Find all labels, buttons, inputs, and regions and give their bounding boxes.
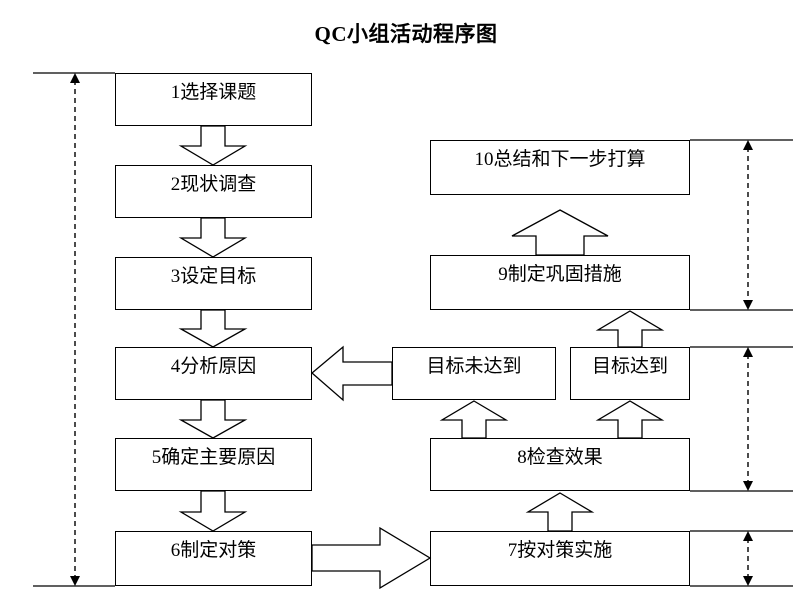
left-span-arrowhead-top	[70, 73, 80, 83]
node-label: 8检查效果	[517, 447, 603, 468]
node-1-select-topic[interactable]: 1选择课题	[115, 73, 312, 126]
edge-arrow-1-to-2	[178, 125, 248, 166]
node-label: 目标达到	[591, 356, 668, 377]
node-label: 9制定巩固措施	[498, 264, 622, 285]
node-label: 2现状调查	[170, 174, 257, 195]
edge-arrow-7-to-8	[525, 492, 595, 532]
right-span-1-arrowhead-bottom	[743, 300, 753, 310]
right-span-3-arrowhead-bottom	[743, 576, 753, 586]
right-span-1-arrowhead-top	[743, 140, 753, 150]
right-span-3-arrowhead-top	[743, 531, 753, 541]
edge-arrow-9-to-10	[511, 209, 609, 256]
node-label: 1选择课题	[170, 82, 257, 103]
node-6-formulate-countermeasures[interactable]: 6制定对策	[115, 531, 312, 586]
edge-arrow-5-to-6	[178, 490, 248, 532]
edge-arrow-target-not-reached-to-4	[310, 345, 393, 402]
node-label: 目标未达到	[426, 356, 522, 377]
edge-arrow-8-to-target-not-reached	[439, 400, 509, 439]
node-5-determine-main-causes[interactable]: 5确定主要原因	[115, 438, 312, 491]
edge-arrow-2-to-3	[178, 217, 248, 258]
node-10-summary-next-step[interactable]: 10总结和下一步打算	[430, 140, 690, 195]
left-span-arrowhead-bottom	[70, 576, 80, 586]
node-label: 7按对策实施	[507, 540, 613, 561]
node-label: 5确定主要原因	[151, 447, 276, 468]
right-span-2-arrowhead-top	[743, 347, 753, 357]
node-label: 10总结和下一步打算	[474, 149, 646, 170]
node-label: 3设定目标	[170, 266, 257, 287]
node-7-implement-countermeasures[interactable]: 7按对策实施	[430, 531, 690, 586]
node-target-not-reached[interactable]: 目标未达到	[392, 347, 556, 400]
node-9-consolidation-measures[interactable]: 9制定巩固措施	[430, 255, 690, 310]
node-4-analyze-causes[interactable]: 4分析原因	[115, 347, 312, 400]
edge-arrow-8-to-target-reached	[595, 400, 665, 439]
edge-arrow-6-to-7	[311, 526, 432, 590]
node-label: 6制定对策	[170, 540, 257, 561]
page-title: QC小组活动程序图	[314, 22, 498, 46]
node-2-current-status-survey[interactable]: 2现状调查	[115, 165, 312, 218]
node-label: 4分析原因	[170, 356, 257, 377]
node-target-reached[interactable]: 目标达到	[570, 347, 690, 400]
edge-arrow-target-reached-to-9	[595, 310, 665, 348]
edge-arrow-4-to-5	[178, 399, 248, 439]
node-3-set-target[interactable]: 3设定目标	[115, 257, 312, 310]
edge-arrow-3-to-4	[178, 309, 248, 348]
node-8-check-effect[interactable]: 8检查效果	[430, 438, 690, 491]
right-span-2-arrowhead-bottom	[743, 481, 753, 491]
